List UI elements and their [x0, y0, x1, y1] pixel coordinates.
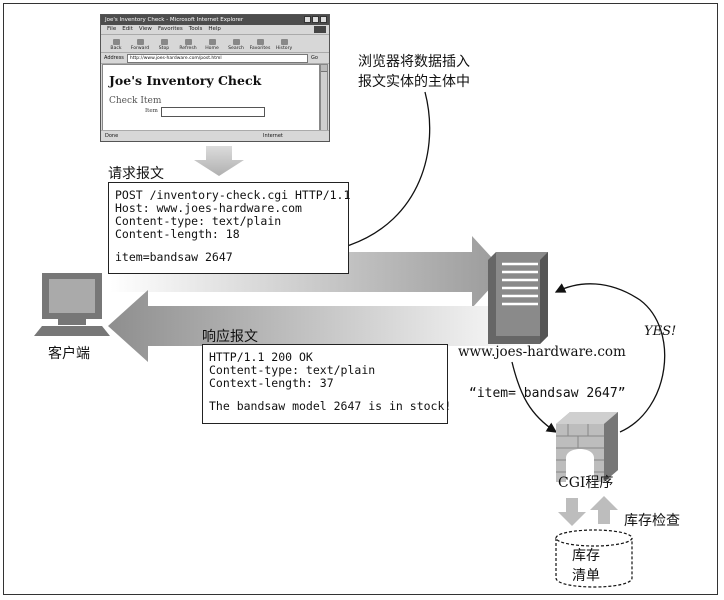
minimize-button[interactable]	[304, 16, 311, 23]
favorites-icon	[256, 39, 264, 45]
search-button[interactable]: Search	[225, 35, 247, 52]
inventory-line1: 库存	[572, 548, 600, 564]
browser-status-bar: Done Internet	[101, 130, 329, 141]
response-message-box: HTTP/1.1 200 OK Content-type: text/plain…	[202, 344, 452, 424]
item-field-label: Item	[145, 108, 158, 114]
browser-note-line2: 报文实体的主体中	[358, 74, 470, 90]
forward-icon	[136, 39, 144, 45]
request-line-2: Host: www.joes-hardware.com	[115, 201, 302, 215]
home-icon	[208, 39, 216, 45]
menu-file[interactable]: File	[107, 26, 117, 32]
stop-button[interactable]: Stop	[153, 35, 175, 52]
browser-note-line1: 浏览器将数据插入	[358, 54, 470, 70]
inventory-list-label: 库存 清单	[572, 546, 600, 586]
page-section-title: Check Item	[109, 96, 162, 106]
maximize-button[interactable]	[312, 16, 319, 23]
server-icon	[488, 252, 548, 344]
request-line-1: POST /inventory-check.cgi HTTP/1.1	[115, 188, 351, 202]
yes-label: YES!	[644, 324, 677, 339]
inventory-database-icon	[555, 529, 633, 588]
client-label: 客户端	[48, 346, 90, 362]
favorites-button[interactable]: Favorites	[249, 35, 271, 52]
request-body: item=bandsaw 2647	[115, 250, 233, 264]
address-input[interactable]: http://www.joes-hardware.com/post.html	[126, 53, 308, 63]
request-label: 请求报文	[108, 166, 164, 182]
server-label: www.joes-hardware.com	[458, 344, 626, 360]
cgi-down-arrow	[558, 498, 586, 526]
request-line-3: Content-type: text/plain	[115, 214, 282, 228]
refresh-icon	[184, 39, 192, 45]
cgi-label: CGI程序	[558, 475, 614, 491]
menu-tools[interactable]: Tools	[188, 26, 203, 32]
forward-button[interactable]: Forward	[129, 35, 151, 52]
request-line-4: Content-length: 18	[115, 227, 240, 241]
status-text: Done	[105, 133, 119, 139]
request-message-box: POST /inventory-check.cgi HTTP/1.1 Host:…	[108, 182, 351, 274]
computer-icon	[34, 273, 110, 336]
server-to-cgi-curve	[511, 361, 558, 433]
status-zone: Internet	[263, 133, 283, 139]
stop-icon	[160, 39, 168, 45]
browser-note: 浏览器将数据插入 报文实体的主体中	[358, 52, 470, 92]
close-button[interactable]	[320, 16, 327, 23]
scroll-up-icon[interactable]	[321, 65, 327, 72]
history-button[interactable]: History	[273, 35, 295, 52]
back-button[interactable]: Back	[105, 35, 127, 52]
cgi-up-arrow	[590, 496, 618, 524]
response-line-2: Content-type: text/plain	[209, 363, 376, 377]
response-line-3: Context-length: 37	[209, 376, 334, 390]
search-icon	[232, 39, 240, 45]
inventory-check-label: 库存检查	[624, 513, 680, 529]
address-label: Address	[104, 55, 124, 61]
browser-page: Joe's Inventory Check Check Item Item	[102, 64, 320, 131]
history-icon	[280, 39, 288, 45]
diagram-frame	[3, 3, 718, 595]
browser-window-title: Joe's Inventory Check - Microsoft Intern…	[105, 17, 244, 23]
response-body: The bandsaw model 2647 is in stock!	[209, 399, 452, 413]
browser-menu-bar: File Edit View Favorites Tools Help	[101, 25, 329, 35]
ie-logo-icon	[314, 26, 326, 33]
cgi-query-label: “item= bandsaw 2647”	[469, 386, 626, 401]
browser-scrollbar[interactable]	[320, 64, 328, 131]
menu-favorites[interactable]: Favorites	[157, 26, 183, 32]
browser-down-arrow	[194, 146, 244, 176]
back-icon	[112, 39, 120, 45]
browser-title-bar: Joe's Inventory Check - Microsoft Intern…	[101, 15, 329, 25]
cgi-to-server-curve	[554, 283, 666, 433]
home-button[interactable]: Home	[201, 35, 223, 52]
inventory-line2: 清单	[572, 568, 600, 584]
menu-view[interactable]: View	[138, 26, 152, 32]
response-label: 响应报文	[202, 329, 258, 345]
go-button[interactable]: Go	[311, 55, 318, 61]
address-bar: Address http://www.joes-hardware.com/pos…	[101, 53, 329, 64]
item-input[interactable]	[161, 107, 265, 117]
page-title: Joe's Inventory Check	[109, 73, 262, 88]
browser-window: Joe's Inventory Check - Microsoft Intern…	[100, 14, 330, 142]
refresh-button[interactable]: Refresh	[177, 35, 199, 52]
browser-toolbar: Back Forward Stop Refresh Home Search Fa…	[101, 35, 329, 53]
menu-help[interactable]: Help	[208, 26, 221, 32]
response-line-1: HTTP/1.1 200 OK	[209, 350, 313, 364]
menu-edit[interactable]: Edit	[122, 26, 133, 32]
cgi-gate-icon	[556, 412, 618, 482]
